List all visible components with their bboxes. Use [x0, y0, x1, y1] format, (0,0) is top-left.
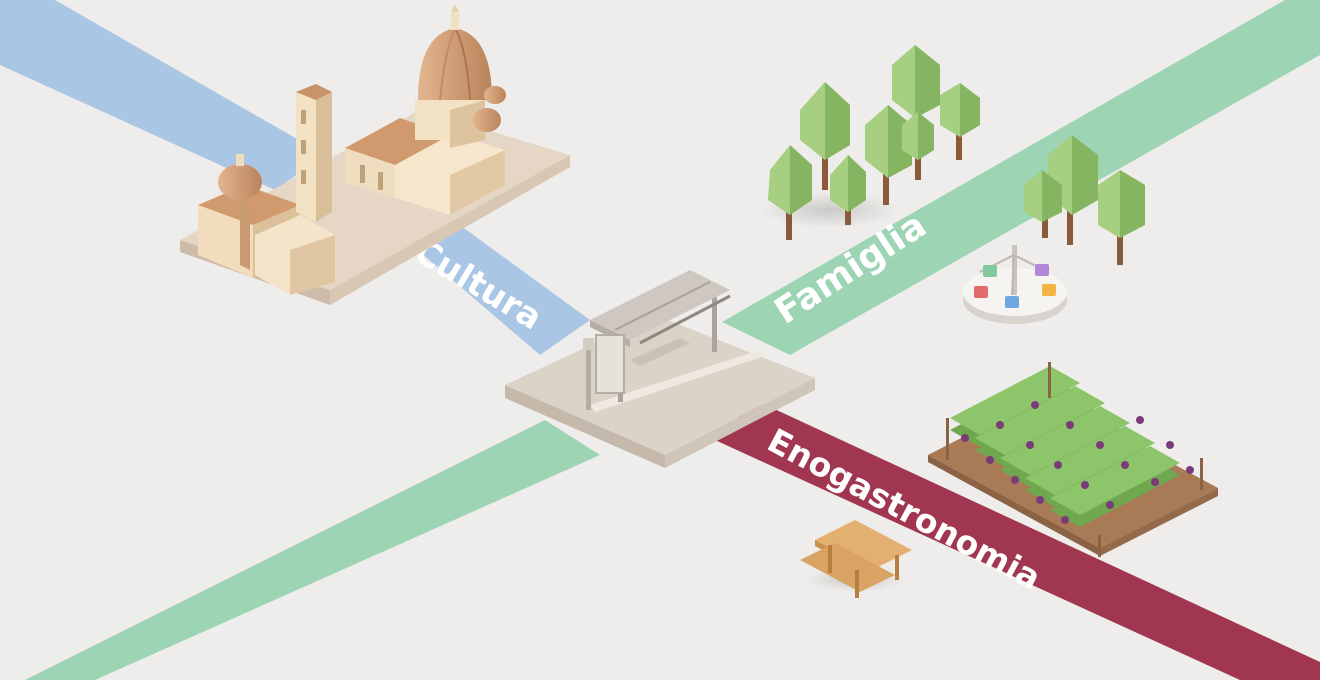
- road-cultura[interactable]: [0, 0, 590, 355]
- road-famiglia[interactable]: [25, 0, 1320, 680]
- carousel-icon: [963, 245, 1067, 324]
- trees-icon: [760, 45, 1145, 265]
- cathedral-icon: [180, 4, 570, 305]
- road-enogastronomia[interactable]: [715, 400, 1320, 680]
- vineyard-icon: [928, 362, 1218, 557]
- picnic-table-icon: [800, 520, 912, 598]
- bus-stop-icon[interactable]: [505, 270, 815, 468]
